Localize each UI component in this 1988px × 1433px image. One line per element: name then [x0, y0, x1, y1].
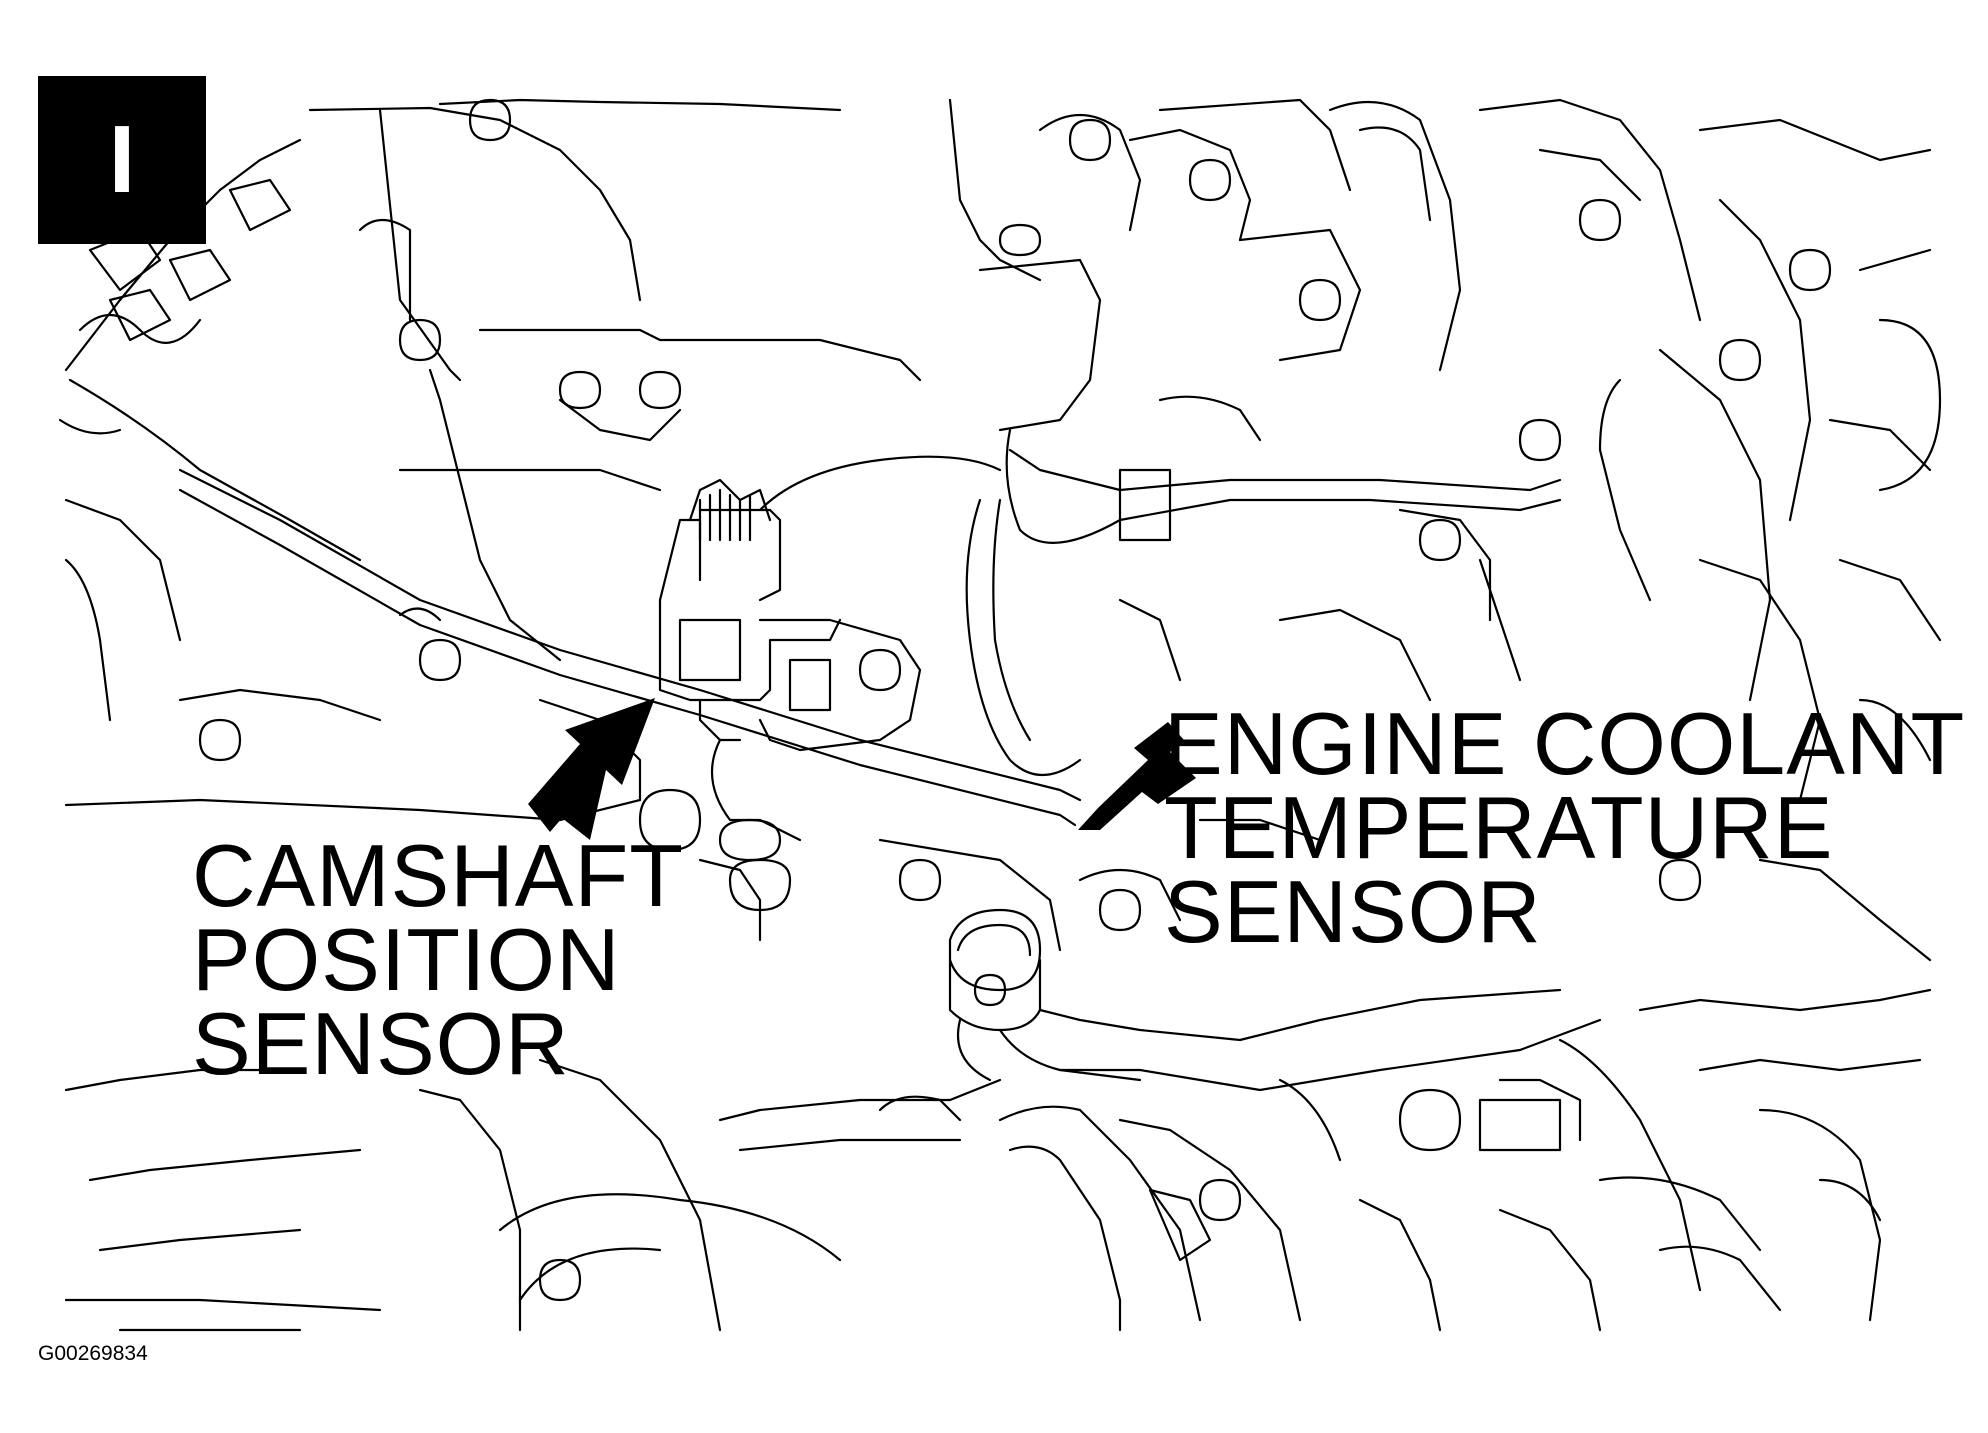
figure-id: G00269834 — [38, 1342, 148, 1365]
camshaft-pointer-arrow — [528, 698, 655, 840]
step-badge: I — [38, 76, 206, 244]
coolant-label-line-2: TEMPERATURE — [1164, 778, 1834, 877]
arrow-group — [528, 698, 1196, 840]
camshaft-position-sensor-callout: CAMSHAFT POSITION SENSOR — [192, 826, 684, 1093]
camshaft-label-line-1: CAMSHAFT — [192, 826, 684, 925]
coolant-label-line-1: ENGINE COOLANT — [1164, 694, 1966, 793]
coolant-label-line-3: SENSOR — [1164, 862, 1542, 961]
coolant-pointer-arrow — [1078, 722, 1196, 830]
camshaft-label-line-2: POSITION — [192, 910, 621, 1009]
step-badge-label: I — [108, 106, 136, 213]
engine-coolant-temperature-sensor-callout: ENGINE COOLANT TEMPERATURE SENSOR — [1164, 694, 1966, 961]
camshaft-label-line-3: SENSOR — [192, 994, 570, 1093]
